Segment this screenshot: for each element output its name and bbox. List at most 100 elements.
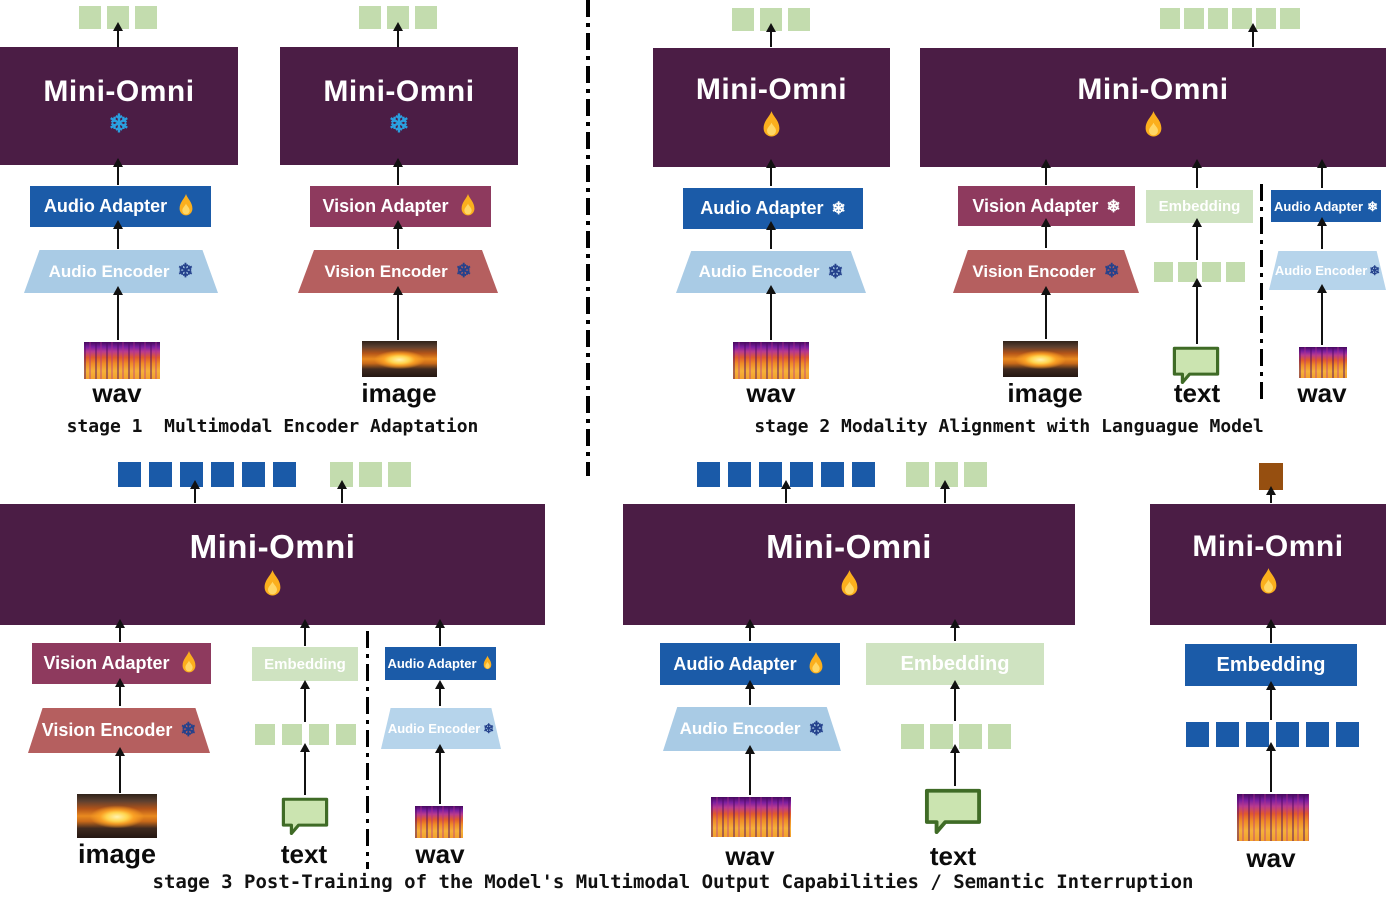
- token-green: [964, 462, 987, 487]
- fire-icon: [259, 569, 286, 601]
- token-green: [732, 8, 754, 31]
- modality-label-wav: wav: [415, 839, 465, 869]
- token-green: [388, 462, 411, 487]
- modality-label-image: image: [361, 378, 437, 408]
- token-green: [901, 724, 924, 749]
- flow-arrow: [765, 285, 776, 340]
- token-blue: [1336, 722, 1359, 747]
- mini-omni-box-stage2-audio: Mini-Omni: [653, 48, 890, 167]
- token-green: [282, 724, 302, 745]
- flow-arrow: [939, 480, 950, 503]
- wav-spectrogram: [733, 342, 809, 379]
- fire-icon: [1140, 110, 1167, 142]
- token-green: [359, 462, 382, 487]
- token-row-stage2-main-output: [1160, 8, 1300, 29]
- flow-arrow: [949, 619, 960, 641]
- wav-spectrogram: [1237, 794, 1309, 841]
- snowflake-icon: ❄: [180, 720, 197, 741]
- token-green: [135, 6, 157, 29]
- adapter-label: Vision Adapter: [322, 196, 449, 216]
- token-blue: [1186, 722, 1209, 747]
- modality-label-wav: wav: [92, 378, 142, 408]
- token-blue: [273, 462, 296, 487]
- token-row-stage3R-output: [1259, 463, 1283, 490]
- audio-encoder-stage3M: Audio Encoder❄: [663, 707, 841, 751]
- token-blue: [852, 462, 875, 487]
- token-green: [1256, 8, 1276, 29]
- modality-label-wav: wav: [746, 378, 796, 408]
- mini-omni-box-stage3-middle: Mini-Omni: [623, 504, 1075, 625]
- fire-icon: [175, 193, 197, 220]
- snowflake-icon: ❄: [1103, 261, 1120, 282]
- token-green: [336, 724, 356, 745]
- token-green: [1208, 8, 1228, 29]
- flow-arrow: [1040, 159, 1051, 185]
- fire-icon: [805, 651, 827, 678]
- wav-spectrogram: [1299, 347, 1347, 378]
- embedding-label: Embedding: [900, 652, 1010, 675]
- flow-arrow: [299, 619, 310, 646]
- token-green: [1202, 262, 1221, 282]
- snowflake-icon: ❄: [455, 261, 472, 282]
- embedding-stage3L-text: Embedding: [252, 647, 358, 681]
- flow-arrow: [1040, 218, 1051, 248]
- snowflake-icon: ❄: [1367, 198, 1378, 214]
- token-row-stage3R-audio-input: [1186, 722, 1359, 747]
- mini-omni-box-stage3-right: Mini-Omni: [1150, 504, 1386, 625]
- vision-adapter-stage2: Vision Adapter❄: [958, 186, 1135, 226]
- encoder-label: Vision Encoder: [41, 720, 173, 740]
- fire-icon: [758, 110, 785, 142]
- flow-arrow: [1316, 217, 1327, 249]
- flow-arrow: [1265, 486, 1276, 503]
- embedding-stage3M-text: Embedding: [866, 643, 1044, 685]
- token-blue: [242, 462, 265, 487]
- flow-arrow: [114, 678, 125, 706]
- token-green: [309, 724, 329, 745]
- flow-arrow: [1191, 278, 1202, 344]
- flow-arrow: [949, 744, 960, 786]
- token-green: [1184, 8, 1204, 29]
- token-green: [415, 6, 437, 29]
- token-green: [1178, 262, 1197, 282]
- flow-arrow: [744, 745, 755, 795]
- embedding-stage2-text: Embedding: [1146, 190, 1253, 223]
- token-green: [79, 6, 101, 29]
- embedding-label: Embedding: [1216, 653, 1326, 676]
- fire-icon: [481, 655, 494, 672]
- embedding-label: Embedding: [264, 655, 346, 673]
- encoder-label: Audio Encoder: [48, 261, 170, 281]
- audio-adapter-stage1: Audio Adapter: [30, 186, 211, 227]
- encoder-label: Audio Encoder: [1274, 263, 1368, 278]
- adapter-label: Audio Adapter: [1274, 198, 1364, 214]
- flow-arrow: [114, 619, 125, 642]
- snowflake-icon: ❄: [831, 199, 846, 218]
- flow-arrow: [1247, 23, 1258, 47]
- modality-label-text: text: [280, 839, 328, 869]
- modality-label-wav: wav: [725, 841, 775, 871]
- encoder-label: Audio Encoder: [698, 262, 820, 281]
- flow-arrow: [1265, 742, 1276, 792]
- token-green: [1280, 8, 1300, 29]
- token-blue: [728, 462, 751, 487]
- token-green: [1160, 8, 1180, 29]
- flow-arrow: [392, 220, 403, 249]
- modality-label-image: image: [1007, 378, 1083, 408]
- token-green: [359, 6, 381, 29]
- flow-arrow: [112, 158, 123, 185]
- flow-arrow: [112, 22, 123, 47]
- adapter-label: Audio Adapter: [700, 198, 824, 218]
- flow-arrow: [780, 480, 791, 503]
- embedding-stage3R-audio: Embedding: [1185, 644, 1357, 686]
- audio-adapter-stage3M: Audio Adapter: [660, 643, 840, 685]
- adapter-label: Audio Adapter: [387, 656, 477, 671]
- token-blue: [118, 462, 141, 487]
- image-thumbnail: [1003, 341, 1078, 377]
- token-green: [330, 462, 353, 487]
- snowflake-icon: ❄: [388, 110, 410, 138]
- modality-label-image: image: [77, 839, 157, 869]
- model-title: Mini-Omni: [766, 528, 932, 565]
- mini-omni-box-stage2-main: Mini-Omni: [920, 48, 1386, 167]
- token-blue: [211, 462, 234, 487]
- flow-arrow: [744, 619, 755, 641]
